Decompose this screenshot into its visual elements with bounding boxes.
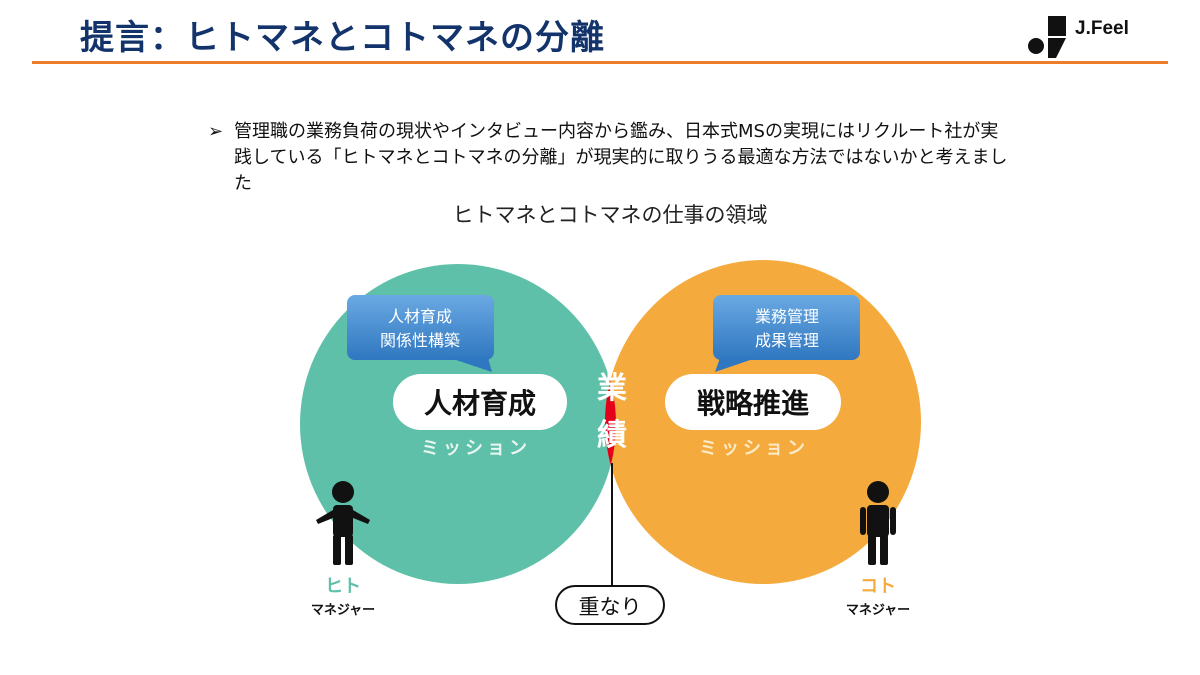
hito-mission: 人材育成 — [424, 387, 536, 420]
koto-mission-label: ミッション — [699, 438, 809, 459]
overlap-char2: 績 — [597, 418, 627, 453]
bullet-text: 管理職の業務負荷の現状やインタビュー内容から鑑み、日本式MSの実現にはリクルート… — [234, 121, 1008, 194]
hito-speech-bubble: 人材育成 関係性構築 — [347, 295, 494, 372]
logo-text: J.Feel — [1075, 18, 1129, 39]
bullet-point: ➢ 管理職の業務負荷の現状やインタビュー内容から鑑み、日本式MSの実現にはリクル… — [208, 119, 1008, 197]
overlap-label-pill — [555, 585, 665, 625]
overlap-label: 重なり — [579, 595, 642, 619]
koto-label: コト — [860, 576, 896, 597]
koto-mission-pill — [665, 374, 841, 430]
bullet-arrow-icon: ➢ — [208, 121, 224, 142]
koto-manager-person-icon — [860, 481, 896, 565]
hito-label: ヒト — [325, 576, 361, 597]
hito-bubble-line2: 関係性構築 — [380, 331, 460, 350]
overlap-char1: 業 — [597, 371, 627, 406]
hito-mission-pill — [393, 374, 567, 430]
slide-title: 提言：ヒトマネとコトマネの分離 — [80, 18, 605, 58]
hito-manager-person-icon — [316, 481, 370, 565]
diagram-title: ヒトマネとコトマネの仕事の領域 — [453, 203, 768, 227]
koto-bubble-line1: 業務管理 — [755, 307, 819, 326]
koto-mission: 戦略推進 — [697, 387, 809, 420]
logo-mark-icon — [1028, 16, 1066, 58]
hito-sub-label: マネジャー — [311, 603, 375, 618]
hito-bubble-line1: 人材育成 — [388, 307, 452, 326]
jfeel-logo: J.Feel — [1028, 16, 1158, 60]
hito-mission-label: ミッション — [421, 438, 531, 459]
koto-speech-bubble: 業務管理 成果管理 — [713, 295, 860, 372]
koto-sub-label: マネジャー — [846, 603, 910, 618]
koto-bubble-line2: 成果管理 — [755, 331, 819, 350]
title-divider — [32, 61, 1168, 64]
